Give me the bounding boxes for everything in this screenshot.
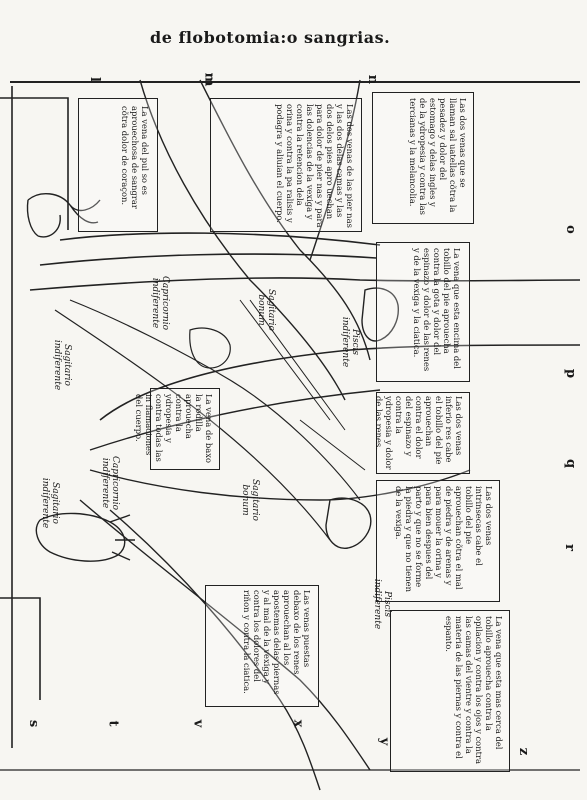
box-text-1: La vena del pul so es aprouechosa de san… bbox=[120, 106, 150, 209]
figure-label-3: Sagitario bonum bbox=[256, 289, 276, 331]
text-box-7 bbox=[376, 480, 500, 602]
ref-letter-x: x bbox=[290, 719, 306, 728]
figure-label-2: Capricornio indiferente bbox=[150, 275, 170, 331]
box-text-7: Las dos venas intrinsecas cabe el tobill… bbox=[394, 486, 494, 592]
figure-label-1: Sagitario indiferente bbox=[52, 339, 72, 391]
box-text-9: La vena que esta mas cerca del tobillo a… bbox=[444, 616, 504, 764]
figure-label-6: Capricornio indiferente bbox=[100, 455, 120, 511]
ref-letter-m: m bbox=[201, 72, 217, 87]
page-header: de flobotomia:o sangrias. bbox=[150, 28, 391, 47]
text-box-1 bbox=[78, 98, 158, 232]
figure-label-7: Sagitario bonum bbox=[240, 479, 260, 521]
box-text-2: Las dos venas de las pier nas y las dos … bbox=[275, 104, 355, 228]
text-box-8 bbox=[205, 585, 319, 707]
text-box-9 bbox=[390, 610, 510, 772]
box-text-3: Las dos venas que se llaman sal uatellas… bbox=[408, 98, 468, 215]
ref-letter-q: q bbox=[563, 458, 579, 469]
text-box-2 bbox=[210, 98, 362, 232]
ref-letter-r: r bbox=[561, 544, 577, 551]
ref-letter-v: v bbox=[190, 719, 206, 728]
ref-letter-l: l bbox=[86, 77, 102, 82]
text-box-5 bbox=[150, 388, 220, 470]
text-box-3 bbox=[372, 92, 474, 224]
box-text-6: Las dos venas inferio res cabe el tobill… bbox=[374, 396, 464, 470]
ref-letter-o: o bbox=[562, 225, 578, 234]
ref-letter-p: p bbox=[563, 368, 579, 379]
box-text-4: La vena que esta encima del tobillo del … bbox=[412, 248, 462, 372]
text-box-6 bbox=[376, 392, 470, 474]
ref-letter-s: s bbox=[26, 719, 42, 728]
ref-letter-n: n bbox=[365, 74, 381, 85]
ref-letter-t: t bbox=[105, 720, 121, 727]
figure-label-4: Piscis indiferente bbox=[340, 316, 360, 368]
box-text-5: La vena de baxo la rodilla aprouecha con… bbox=[134, 394, 214, 464]
ref-letter-z: z bbox=[516, 747, 532, 756]
text-box-4 bbox=[376, 242, 470, 382]
ref-letter-y: y bbox=[376, 737, 392, 746]
box-text-8: Las venas puestas debaxo de los renes ap… bbox=[242, 590, 312, 695]
figure-label-8: Piscis indiferente bbox=[372, 578, 392, 630]
figure-label-5: Sagitario indiferente bbox=[40, 477, 60, 529]
